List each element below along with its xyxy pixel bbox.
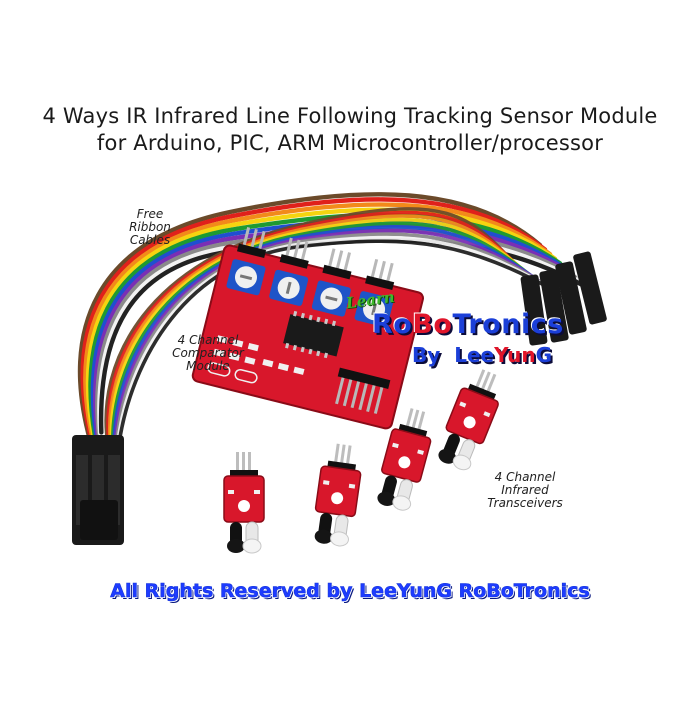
label-line: Infrared [501, 483, 549, 497]
logo-part: Bo [412, 309, 453, 340]
ribbon-wire [107, 214, 530, 447]
ribbon-wire [83, 202, 553, 441]
ribbon-wire [85, 207, 558, 440]
label-line: Module [186, 359, 230, 373]
ir-sensor-board [223, 452, 265, 554]
ribbon-wire [115, 235, 554, 447]
label-line: 4 Channel [494, 470, 556, 484]
infrared-sensor-boards [223, 369, 499, 554]
logo-by-leeyung: By LeeYunG [412, 343, 552, 367]
ribbon-wire [106, 210, 526, 447]
ribbon-connector-left [72, 435, 124, 545]
logo-part: G [535, 343, 553, 367]
label-line: Cables [129, 233, 171, 247]
ribbon-wire [104, 207, 522, 447]
logo-part: Tronics [452, 309, 564, 340]
label-comparator-module: 4 Channel Comparator Module [168, 334, 248, 373]
ir-sensor-board [377, 408, 432, 511]
logo-part: Lee [454, 343, 495, 367]
ribbon-connector-right [520, 251, 607, 346]
label-line: Ribbon [129, 220, 171, 234]
logo-part: Ro [372, 309, 413, 340]
label-infrared-transceivers: 4 Channel Infrared Transceivers [470, 471, 580, 510]
copyright-footer: All Rights Reserved by LeeYunG RoBoTroni… [110, 580, 590, 603]
label-line: Comparator [172, 346, 244, 360]
ribbon-wire [109, 217, 534, 447]
title-line-1: 4 Ways IR Infrared Line Following Tracki… [42, 104, 658, 128]
label-ribbon-cables: Free Ribbon Cables [118, 208, 182, 247]
ribbon-wire [112, 225, 542, 447]
comparator-module-board [191, 227, 424, 430]
label-line: Free [136, 207, 164, 221]
ribbon-wire [113, 228, 546, 447]
title-line-2: for Arduino, PIC, ARM Microcontroller/pr… [96, 131, 604, 155]
ir-sensor-board [438, 369, 499, 471]
label-line: Transceivers [487, 496, 563, 510]
label-line: 4 Channel [177, 333, 239, 347]
logo-part: By [412, 343, 441, 367]
ribbon-wire [80, 197, 548, 442]
ir-sensor-board [314, 443, 362, 547]
logo-robotronics: RoBoTronics [372, 309, 564, 340]
ribbon-wire [110, 221, 538, 447]
ribbon-wire [77, 192, 543, 443]
ribbon-wire [117, 239, 558, 447]
logo-part: Yun [494, 343, 536, 367]
